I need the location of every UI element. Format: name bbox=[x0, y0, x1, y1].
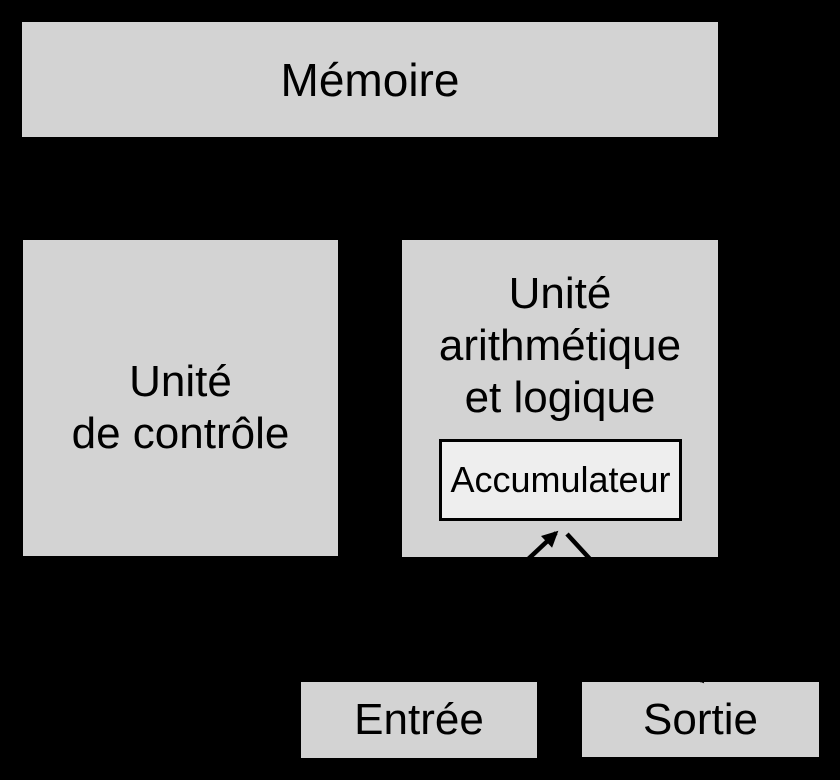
input-label: Entrée bbox=[354, 695, 484, 744]
input-node: Entrée bbox=[301, 682, 537, 758]
output-node: Sortie bbox=[582, 682, 819, 757]
control-unit-node: Unité de contrôle bbox=[23, 240, 338, 556]
control-unit-label-line1: Unité bbox=[129, 357, 232, 406]
accumulator-node: Accumulateur bbox=[439, 439, 682, 521]
memory-label: Mémoire bbox=[280, 53, 460, 106]
accumulator-label: Accumulateur bbox=[450, 459, 671, 500]
alu-label-line1: Unité bbox=[508, 269, 612, 318]
output-label: Sortie bbox=[643, 694, 758, 744]
alu-label-line2: arithmétique bbox=[438, 321, 682, 370]
control-unit-label: Unité de contrôle bbox=[72, 356, 290, 460]
memory-node: Mémoire bbox=[22, 22, 718, 137]
alu-label: Unité arithmétique et logique bbox=[439, 268, 681, 424]
alu-label-line3: et logique bbox=[464, 373, 656, 422]
control-unit-label-line2: de contrôle bbox=[71, 409, 290, 458]
